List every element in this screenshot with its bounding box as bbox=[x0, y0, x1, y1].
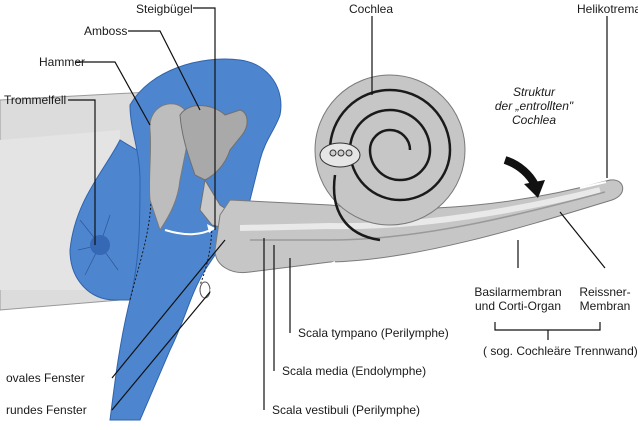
helikotrema-arrow bbox=[579, 181, 607, 189]
label-trommelfell: Trommelfell bbox=[4, 93, 67, 107]
label-struktur-2: der „entrollten" bbox=[494, 99, 574, 113]
label-scala-vestibuli: Scala vestibuli (Perilymphe) bbox=[272, 403, 421, 417]
cochlea-partition bbox=[250, 191, 606, 241]
unroll-arrow-head bbox=[524, 180, 545, 198]
round-window bbox=[199, 281, 211, 299]
cochlea-spiral bbox=[314, 74, 466, 242]
label-struktur-3: Cochlea bbox=[511, 113, 557, 127]
perilymph-arrow bbox=[209, 261, 336, 291]
eardrum-center bbox=[90, 235, 110, 255]
label-steigbuegel: Steigbügel bbox=[136, 2, 193, 16]
cochlea-cross-section bbox=[319, 142, 361, 168]
label-hammer: Hammer bbox=[39, 55, 86, 69]
cochlea-inner-band bbox=[239, 187, 601, 231]
amboss-ossicle bbox=[179, 105, 248, 181]
label-scala-tympano: Scala tympano (Perilymphe) bbox=[298, 326, 449, 340]
hammer-ossicle bbox=[148, 103, 191, 232]
label-basilarmembran: Basilarmembran bbox=[474, 285, 562, 299]
unrolled-cochlea bbox=[214, 179, 624, 274]
label-scala-media: Scala media (Endolymphe) bbox=[282, 364, 427, 378]
leader-lines bbox=[68, 7, 608, 411]
label-membran: Membran bbox=[579, 299, 631, 313]
sound-arrow-head bbox=[207, 224, 215, 233]
label-cochlea: Cochlea bbox=[349, 2, 394, 16]
label-reissner: Reissner- bbox=[579, 285, 631, 299]
label-ovales-fenster: ovales Fenster bbox=[6, 371, 85, 385]
label-amboss: Amboss bbox=[84, 24, 128, 38]
label-trennwand: ( sog. Cochleäre Trennwand) bbox=[483, 344, 638, 358]
label-rundes-fenster: rundes Fenster bbox=[6, 403, 87, 417]
label-helikotrema: Helikotrema bbox=[577, 2, 638, 16]
label-struktur-1: Struktur bbox=[512, 85, 555, 99]
label-corti-organ: und Corti-Organ bbox=[474, 299, 562, 313]
unroll-arrow bbox=[503, 156, 539, 187]
